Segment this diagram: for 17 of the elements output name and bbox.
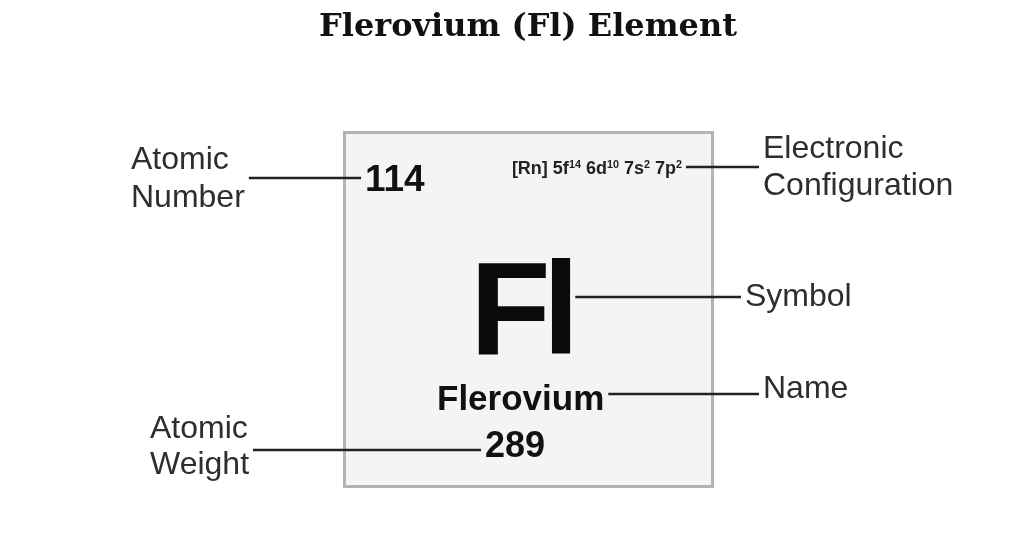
- leader-line: [248, 176, 361, 180]
- title: Flerovium (Fl) Element: [319, 6, 737, 45]
- atomic-number: 114: [365, 160, 425, 197]
- element-name: Flerovium: [437, 380, 605, 415]
- atomic-weight: 289: [485, 427, 546, 463]
- leader-line: [575, 295, 741, 299]
- callout-label: Electronic Configuration: [763, 129, 954, 203]
- leader-line: [608, 392, 759, 396]
- callout-label: Atomic Number: [131, 139, 245, 215]
- callout-label: Atomic Weight: [150, 409, 249, 481]
- leader-line: [686, 165, 759, 169]
- callout-label: Name: [763, 368, 849, 406]
- leader-line: [253, 448, 481, 452]
- callout-label: Symbol: [745, 276, 852, 314]
- electron-configuration: [Rn] 5f$^{14}$ 6d$^{10}$ 7s$^{2}$ 7p$^{2}$: [511, 159, 682, 177]
- element-symbol: Fl: [470, 243, 572, 375]
- element-tile: [343, 131, 714, 488]
